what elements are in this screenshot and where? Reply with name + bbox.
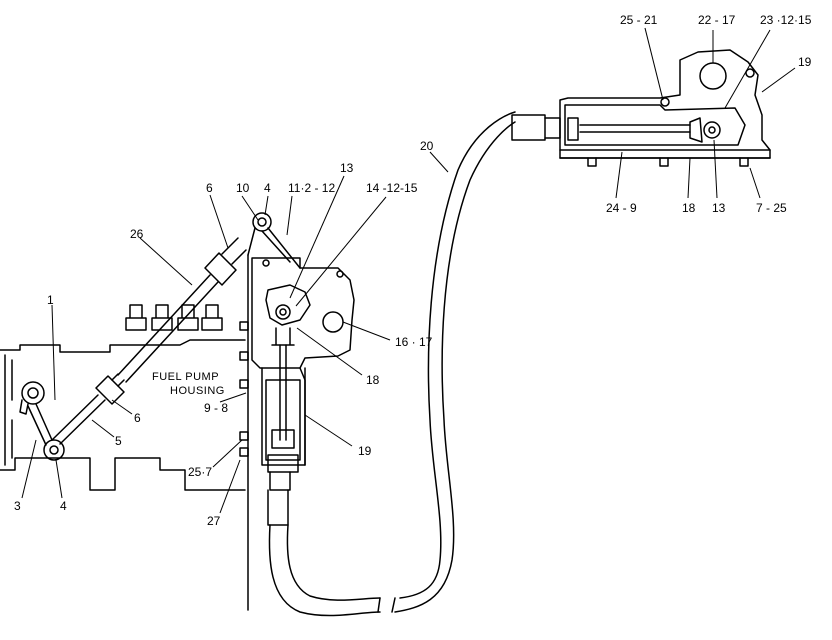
callout-13-right: 13	[712, 201, 726, 215]
callout-25-7: 25·7	[188, 465, 212, 479]
callout-6-lower: 6	[134, 411, 141, 425]
callout-7-25: 7 - 25	[756, 201, 787, 215]
callout-18-right: 18	[682, 201, 696, 215]
callout-18-left: 18	[366, 373, 380, 387]
callout-16-17: 16 · 17	[395, 335, 433, 349]
callout-14-12-15: 14 -12-15	[366, 181, 418, 195]
rod-5	[51, 373, 125, 445]
rod-26	[117, 212, 272, 383]
callout-27: 27	[207, 514, 221, 528]
callout-1: 1	[47, 293, 54, 307]
callout-11-2-12: 11·2 - 12	[288, 181, 335, 195]
callout-13-left: 13	[340, 161, 354, 175]
callout-26: 26	[130, 227, 144, 241]
callout-19-left: 19	[358, 444, 372, 458]
callout-10: 10	[236, 181, 250, 195]
callout-19-right: 19	[798, 55, 812, 69]
left-cylinder	[261, 344, 306, 526]
callout-4-lower: 4	[60, 499, 67, 513]
link-10	[247, 227, 301, 269]
housing-caption-line2: HOUSING	[170, 385, 225, 397]
callout-20: 20	[420, 139, 434, 153]
callout-labels: 1 3 4 4 5 6 6 9 - 8 10 11·2 - 12 13 14 -…	[14, 13, 812, 528]
housing-bolts	[125, 304, 223, 331]
callout-3: 3	[14, 499, 21, 513]
leader-lines	[21, 27, 796, 514]
callout-5: 5	[115, 434, 122, 448]
callout-6-upper: 6	[206, 181, 213, 195]
callout-4-upper: 4	[264, 181, 271, 195]
left-bracket	[251, 257, 355, 369]
housing-caption: FUEL PUMP HOUSING	[152, 371, 225, 397]
fuel-pump-housing	[0, 254, 249, 611]
callout-22-17: 22 - 17	[698, 13, 736, 27]
housing-caption-line1: FUEL PUMP	[152, 371, 219, 383]
callout-25-21: 25 - 21	[620, 13, 658, 27]
callout-24-9: 24 - 9	[606, 201, 637, 215]
cable-20	[268, 111, 516, 617]
callout-9-8: 9 - 8	[204, 401, 228, 415]
governor-lever	[19, 381, 65, 461]
callout-23-12-15: 23 ·12·15	[760, 13, 812, 27]
right-assembly	[511, 49, 771, 167]
